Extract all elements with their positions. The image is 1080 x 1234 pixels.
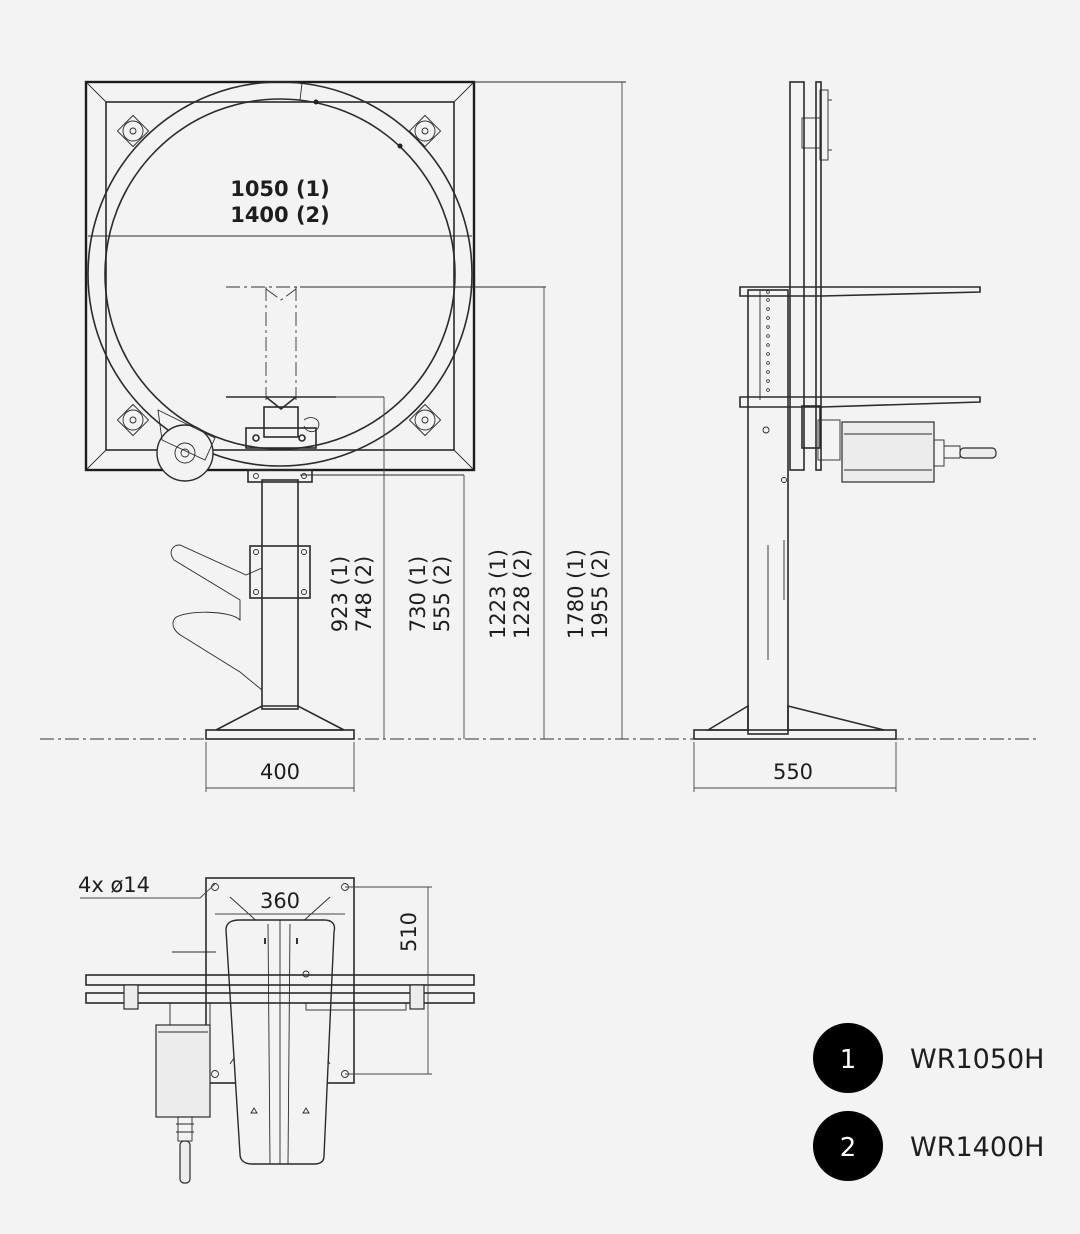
ring-inner bbox=[104, 98, 456, 450]
legend-model-1: WR1050H bbox=[910, 1044, 1044, 1075]
ring-outer bbox=[87, 81, 473, 467]
side-base-plate bbox=[693, 729, 897, 740]
front-view: 400 1050 (1) 1400 (2) 923 (1) 748 (2) 73… bbox=[84, 80, 626, 792]
ring-diameter-1: 1050 (1) bbox=[230, 177, 330, 201]
carriage-block bbox=[263, 406, 299, 438]
height-label-2a: 730 (1) bbox=[406, 556, 430, 633]
frame-outer bbox=[84, 80, 476, 472]
side-handle bbox=[959, 447, 997, 459]
height-label-1b: 748 (2) bbox=[352, 556, 376, 633]
base-plate bbox=[205, 729, 355, 740]
mounting-hole bbox=[211, 1070, 219, 1078]
top-motor bbox=[155, 1024, 211, 1118]
side-ring-edge bbox=[789, 81, 805, 471]
height-label-1a: 923 (1) bbox=[328, 556, 352, 633]
legend-number-1: 1 bbox=[840, 1045, 857, 1075]
ring-diameter-2: 1400 (2) bbox=[230, 203, 330, 227]
top-ring-rail-upper bbox=[85, 974, 475, 986]
side-base-gusset bbox=[787, 704, 885, 731]
side-depth-label: 550 bbox=[773, 760, 813, 784]
side-column bbox=[747, 289, 789, 735]
roller-wheel bbox=[156, 424, 214, 482]
film-holder bbox=[170, 544, 263, 691]
height-label-4a: 1780 (1) bbox=[564, 549, 588, 639]
side-table-upper bbox=[739, 286, 981, 297]
top-ring-rail-lower bbox=[85, 992, 475, 1004]
height-label-2b: 555 (2) bbox=[430, 556, 454, 633]
height-label-4b: 1955 (2) bbox=[588, 549, 612, 639]
top-view: 4x ø14 360 510 bbox=[78, 873, 475, 1184]
hole-spacing-label: 360 bbox=[260, 889, 300, 913]
top-handle bbox=[179, 1140, 191, 1184]
column-plate bbox=[249, 545, 311, 599]
height-label-3a: 1223 (1) bbox=[486, 549, 510, 639]
legend-model-2: WR1400H bbox=[910, 1132, 1044, 1163]
frame-inner bbox=[105, 101, 455, 451]
height-label-3b: 1228 (2) bbox=[510, 549, 534, 639]
legend-badge-2 bbox=[813, 1111, 883, 1181]
legend: 1 WR1050H 2 WR1400H bbox=[813, 1023, 1044, 1181]
legend-number-2: 2 bbox=[840, 1133, 857, 1163]
legend-badge-1 bbox=[813, 1023, 883, 1093]
top-depth-label: 510 bbox=[397, 912, 421, 952]
column bbox=[261, 479, 299, 710]
side-view: 550 bbox=[693, 81, 997, 792]
holes-label: 4x ø14 bbox=[78, 873, 150, 897]
side-motor bbox=[841, 421, 935, 483]
front-width-label: 400 bbox=[260, 760, 300, 784]
side-table-lower bbox=[739, 396, 981, 408]
